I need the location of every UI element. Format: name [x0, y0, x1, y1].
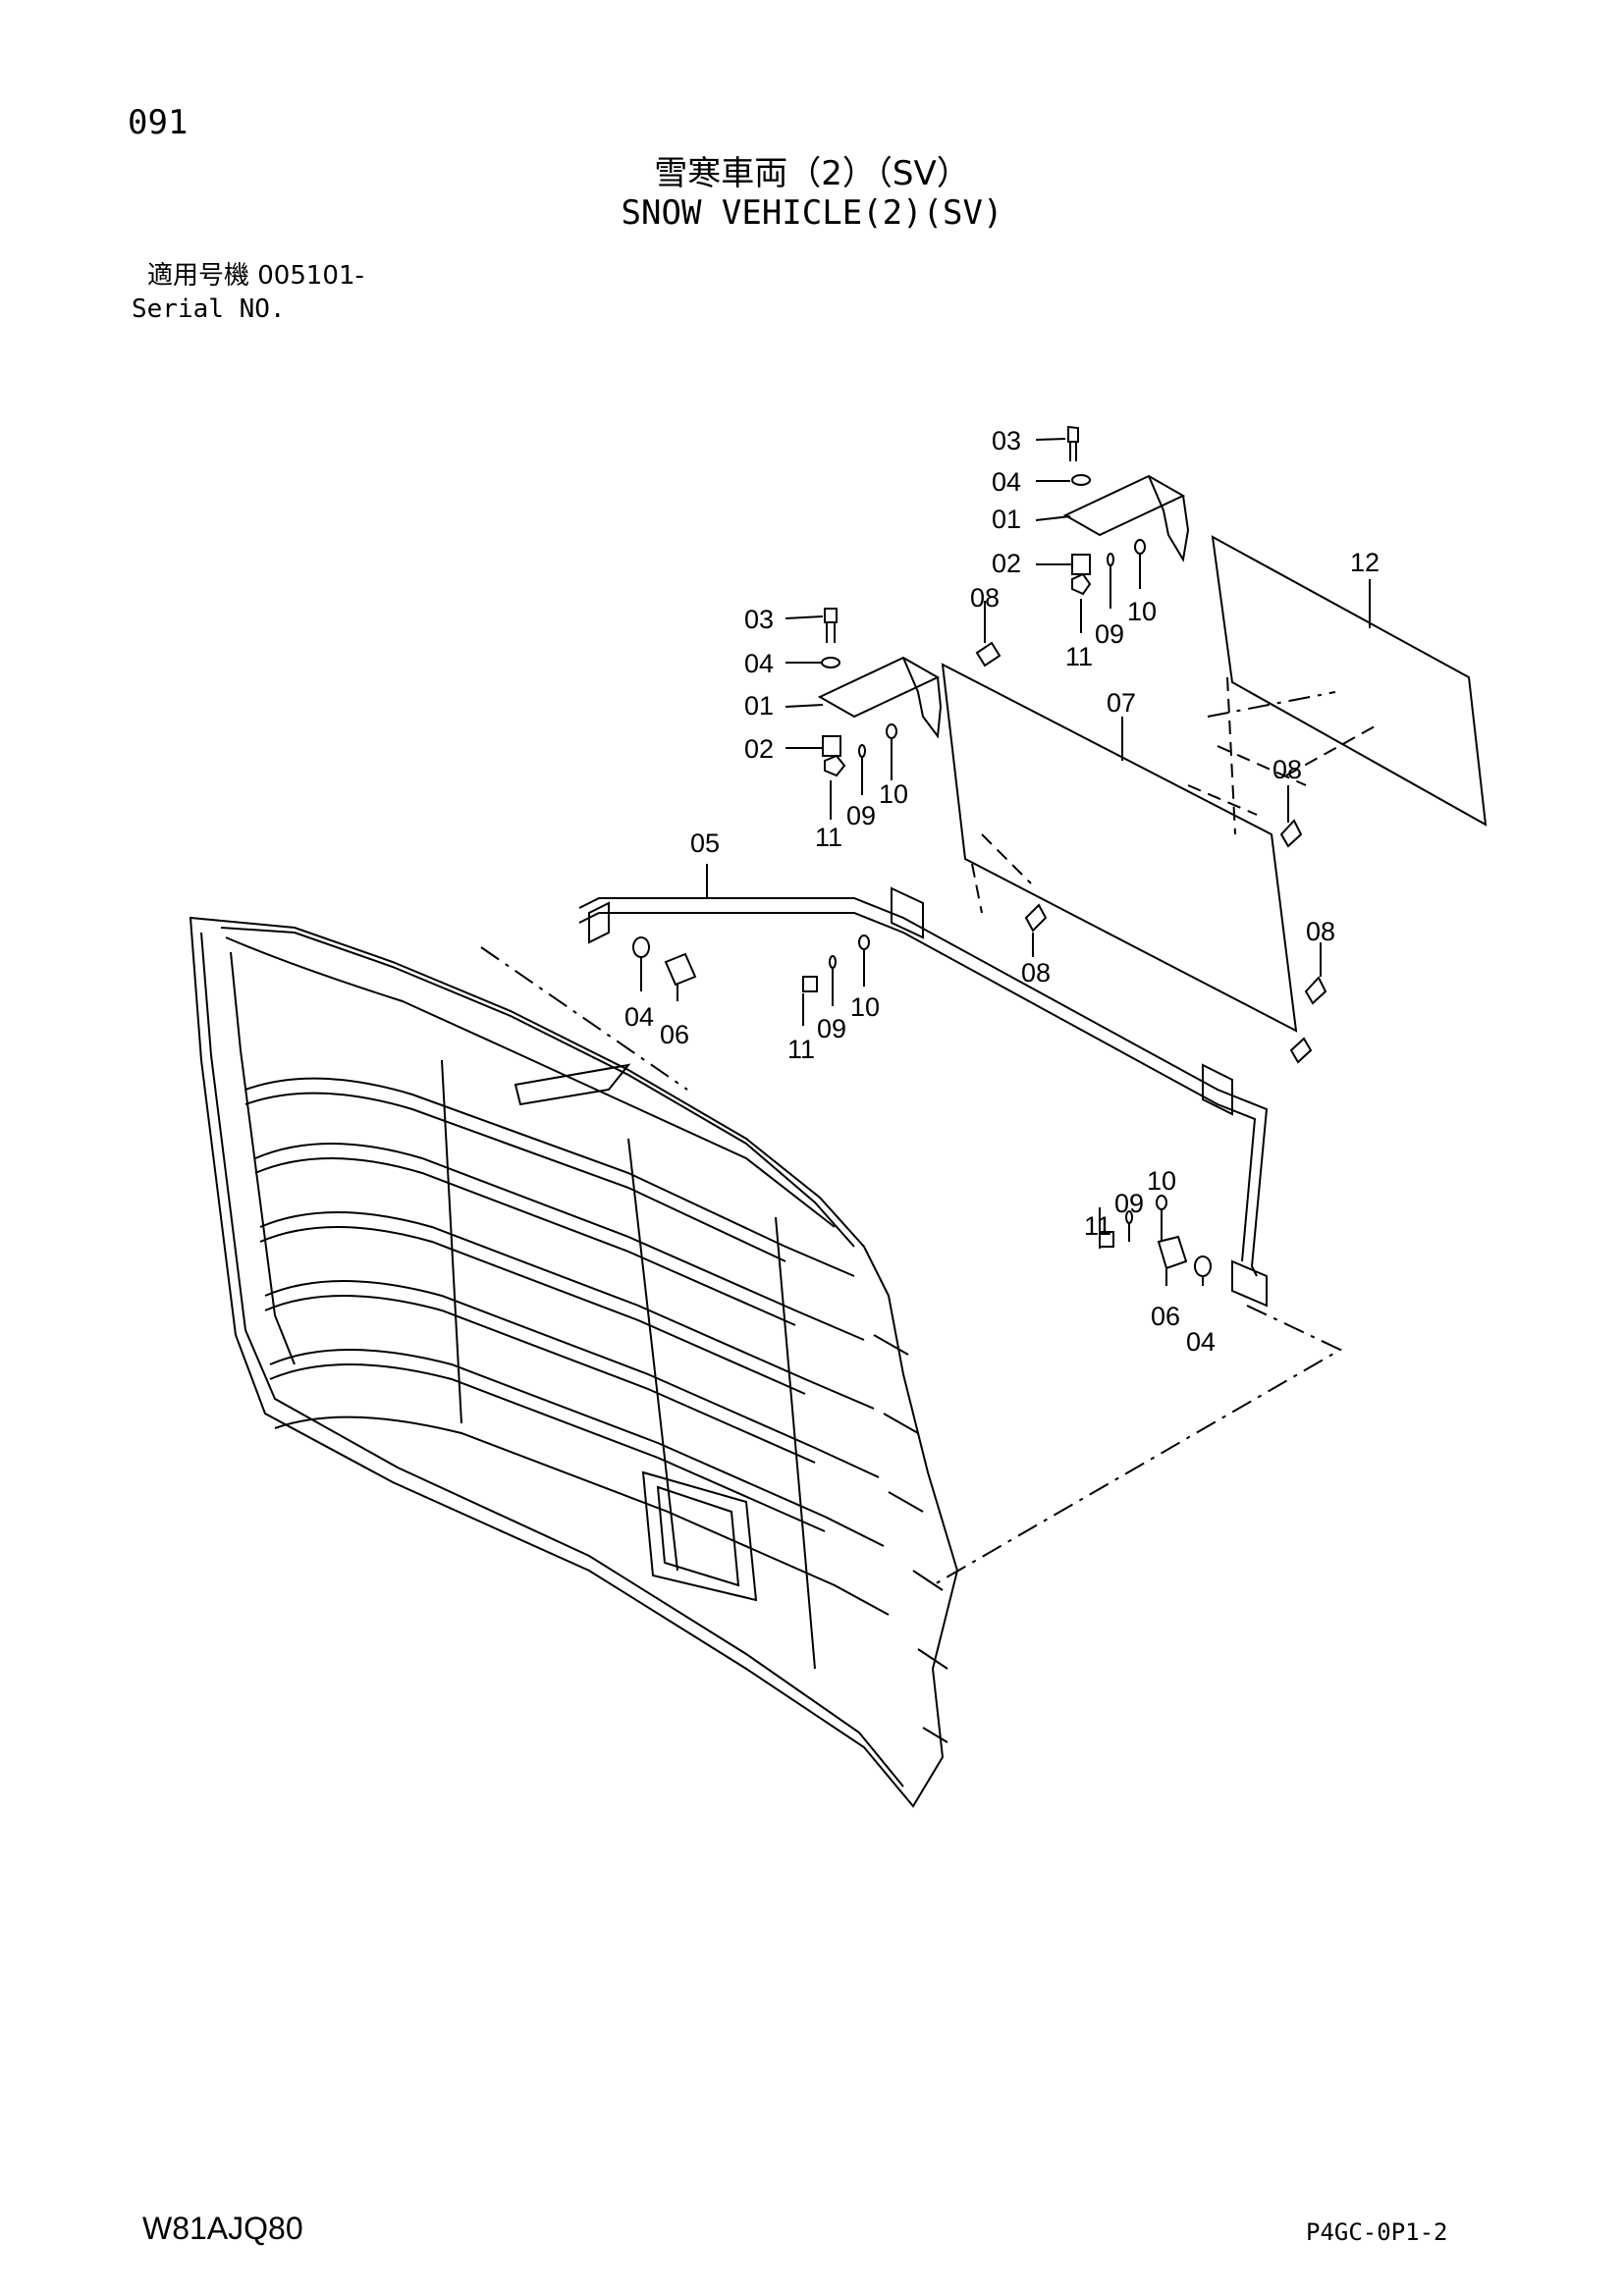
- grille-drawing: [189, 916, 959, 1808]
- diagram-artwork: [189, 425, 1488, 1808]
- callout-label: 10: [879, 779, 908, 809]
- callout-label: 06: [1151, 1302, 1180, 1331]
- panel-drawings: [941, 535, 1488, 1033]
- alignment-lines: [480, 691, 1343, 1586]
- callout-label: 08: [970, 583, 1000, 613]
- callout-label: 04: [1186, 1327, 1216, 1357]
- callout-label: 11: [787, 1035, 815, 1064]
- callout-label: 11: [1065, 642, 1093, 671]
- callout-label: 09: [1114, 1189, 1144, 1218]
- callout-label: 07: [1107, 688, 1136, 718]
- callout-label: 02: [744, 734, 774, 764]
- callout-label: 12: [1350, 548, 1380, 577]
- callout-label: 04: [744, 649, 774, 678]
- callout-label: 11: [1084, 1211, 1111, 1241]
- page-code: P4GC-0P1-2: [1306, 2218, 1448, 2246]
- serial-label-english: Serial NO.: [132, 294, 286, 324]
- callout-label: 05: [690, 828, 720, 858]
- callout-label: 02: [992, 549, 1021, 578]
- callout-label: 08: [1272, 755, 1302, 784]
- serial-label-japanese: 適用号機 005101-: [147, 261, 364, 291]
- page-number: 091: [128, 103, 189, 142]
- callout-label: 08: [1021, 958, 1051, 988]
- callout-label: 09: [1095, 619, 1124, 649]
- callout-label: 10: [850, 992, 880, 1022]
- callout-label: 03: [992, 426, 1021, 455]
- upper-left-bracket-assembly: [817, 608, 1001, 777]
- callout-label: 10: [1147, 1166, 1176, 1196]
- callout-label: 10: [1127, 597, 1157, 626]
- leader-lines: [640, 438, 1371, 1286]
- callout-label: 04: [992, 467, 1021, 497]
- document-code: W81AJQ80: [142, 2211, 303, 2246]
- lower-stay-drawing: [578, 886, 1313, 1308]
- page-title-english: SNOW VEHICLE(2)(SV): [621, 193, 1003, 233]
- callout-label: 03: [744, 605, 774, 634]
- callout-label: 01: [744, 691, 774, 721]
- callout-label: 09: [817, 1014, 846, 1043]
- page-title-japanese: 雪寒車両（2）（SV）: [654, 154, 970, 193]
- callout-label: 11: [815, 823, 842, 852]
- callout-label: 06: [660, 1020, 689, 1049]
- callout-label: 01: [992, 505, 1021, 534]
- callout-label: 09: [846, 801, 876, 830]
- callout-label: 08: [1306, 917, 1335, 946]
- callout-labels: 03 04 01 02 11 09 10 12 03 04 01 02 11 0…: [624, 426, 1380, 1357]
- upper-right-bracket-assembly: [1062, 425, 1190, 596]
- callout-label: 04: [624, 1002, 654, 1032]
